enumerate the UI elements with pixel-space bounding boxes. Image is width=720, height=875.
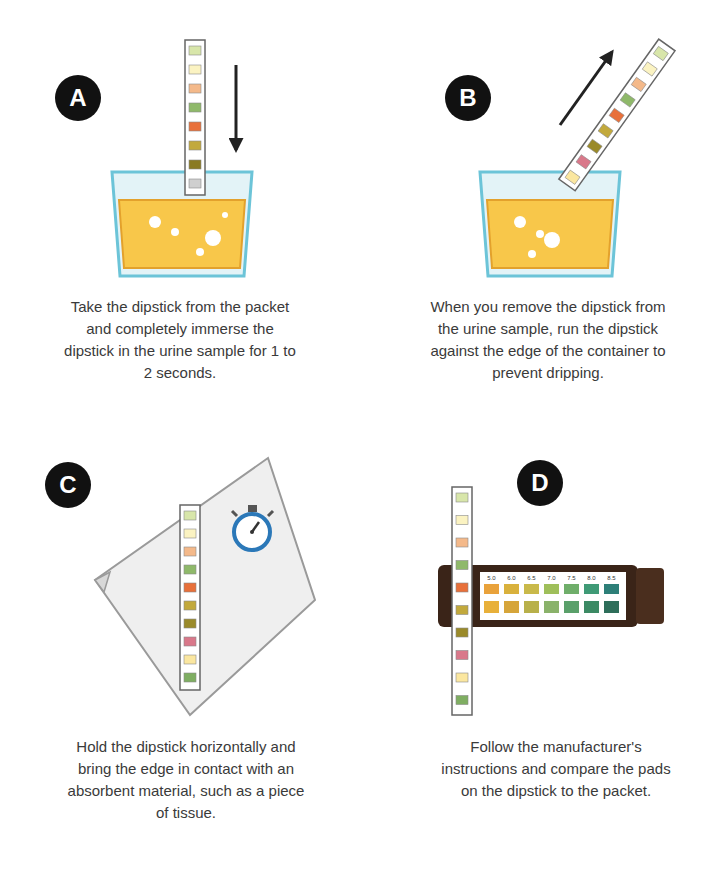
color-swatch — [604, 584, 619, 594]
up-arrow — [560, 52, 612, 125]
urine-cup — [112, 172, 252, 276]
step-badge: D — [517, 460, 563, 506]
color-swatch — [604, 601, 619, 613]
step-letter: A — [69, 86, 86, 110]
color-swatch — [484, 601, 499, 613]
step-letter: B — [459, 86, 476, 110]
dipstick — [180, 505, 200, 690]
color-swatch — [544, 584, 559, 594]
color-swatch — [524, 601, 539, 613]
step-caption: When you remove the dipstick from the ur… — [428, 296, 668, 384]
scale-value: 8.0 — [587, 575, 595, 582]
color-swatch — [484, 584, 499, 594]
scale-value: 7.5 — [567, 575, 575, 582]
color-swatch — [584, 601, 599, 613]
urine-cup — [480, 172, 620, 276]
color-swatch — [524, 584, 539, 594]
step-caption: Follow the manufacturer's instructions a… — [431, 736, 681, 802]
step-letter: D — [531, 471, 548, 495]
color-swatch — [584, 584, 599, 594]
stopwatch — [232, 505, 273, 550]
color-swatch — [504, 584, 519, 594]
scale-value: 5.0 — [487, 575, 495, 582]
color-swatch — [544, 601, 559, 613]
step-badge: A — [55, 75, 101, 121]
down-arrow — [235, 65, 238, 150]
scale-value: 6.0 — [507, 575, 515, 582]
dipstick — [559, 39, 675, 191]
tissue — [95, 458, 315, 715]
color-swatch — [504, 601, 519, 613]
dipstick — [452, 487, 472, 715]
step-letter: C — [59, 473, 76, 497]
step-caption: Hold the dipstick horizontally and bring… — [61, 736, 311, 824]
step-badge: B — [445, 75, 491, 121]
scale-value: 8.5 — [607, 575, 615, 582]
step-caption: Take the dipstick from the packet and co… — [60, 296, 300, 384]
step-badge: C — [45, 462, 91, 508]
scale-value: 6.5 — [527, 575, 535, 582]
color-swatch — [564, 601, 579, 613]
color-swatch — [564, 584, 579, 594]
dipstick — [185, 40, 205, 195]
scale-value: 7.0 — [547, 575, 555, 582]
